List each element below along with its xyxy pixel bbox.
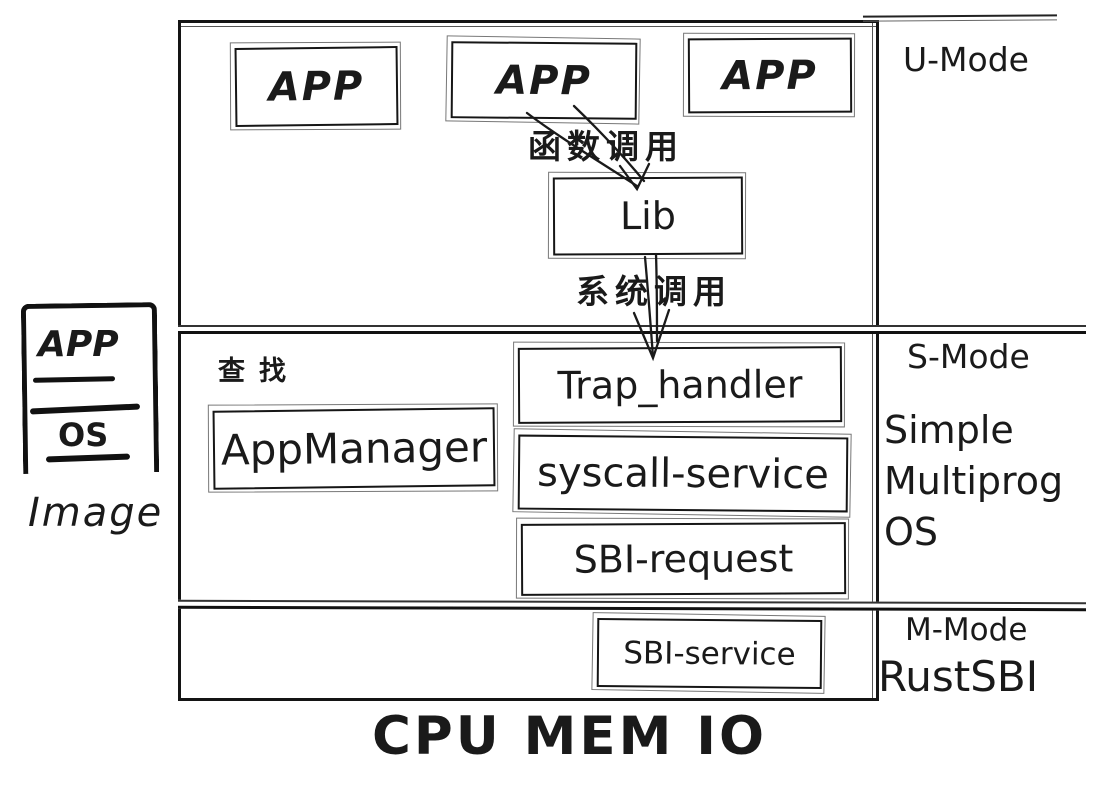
umode-smode-divider <box>178 325 1086 334</box>
io-label: IO <box>696 706 767 767</box>
trap-handler-label: Trap_handler <box>557 362 803 408</box>
mem-label: MEM <box>523 706 675 767</box>
app-manager-label: AppManager <box>220 422 488 475</box>
mode-column-top-line <box>862 14 1058 22</box>
syscall-service-label: syscall-service <box>536 449 830 498</box>
m-mode-label: M-Mode <box>905 612 1028 648</box>
os-name-line-3: OS <box>884 510 939 554</box>
sbi-request-box: SBI-request <box>520 522 847 596</box>
app-box-2: APP <box>450 41 638 120</box>
image-caption: Image <box>28 490 164 536</box>
sbi-request-label: SBI-request <box>573 536 794 582</box>
u-mode-label: U-Mode <box>903 40 1029 79</box>
image-app-label: APP <box>38 324 119 365</box>
syscall-service-box: syscall-service <box>517 434 849 513</box>
app-box-3: APP <box>687 37 853 114</box>
lookup-label: 查找 <box>218 356 300 387</box>
app-box-1-label: APP <box>268 62 365 111</box>
rustsbi-label: RustSBI <box>878 652 1039 701</box>
sbi-service-label: SBI-service <box>623 634 796 673</box>
app-box-1: APP <box>234 46 399 127</box>
os-name-line-2: Multiprog <box>884 459 1064 503</box>
app-box-3-label: APP <box>722 52 818 99</box>
sbi-service-box: SBI-service <box>596 618 823 689</box>
cpu-label: CPU <box>372 706 502 767</box>
os-name-label: Simple Multiprog OS <box>884 405 1063 558</box>
app-box-2-label: APP <box>496 57 592 104</box>
os-name-line-1: Simple <box>884 408 1014 452</box>
function-call-label: 函数调用 <box>528 127 684 166</box>
s-mode-label: S-Mode <box>907 337 1030 376</box>
hardware-row: CPU MEM IO <box>372 706 767 767</box>
system-call-label: 系统调用 <box>576 272 732 311</box>
lib-box: Lib <box>552 176 744 256</box>
app-manager-box: AppManager <box>212 407 496 490</box>
machine-boundary-box <box>178 20 879 701</box>
lib-box-label: Lib <box>619 193 677 239</box>
trap-handler-box: Trap_handler <box>517 346 843 424</box>
image-os-label: OS <box>58 416 109 454</box>
